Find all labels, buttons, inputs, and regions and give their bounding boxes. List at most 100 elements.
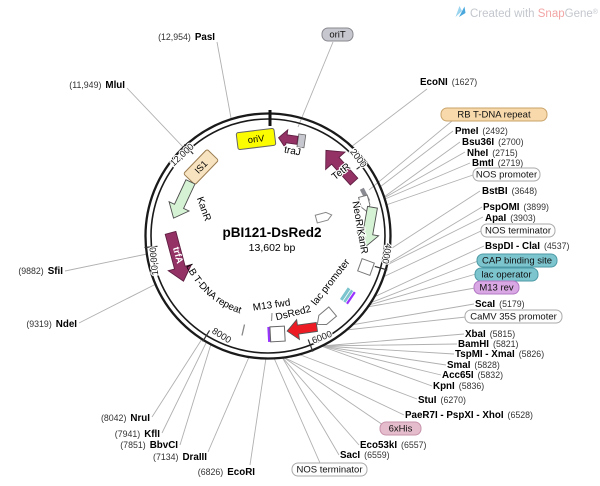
plasmid-size: 13,602 bp <box>249 242 296 254</box>
svg-text:NOS terminator: NOS terminator <box>485 226 551 237</box>
site-label-stui: StuI(6270) <box>418 395 466 406</box>
site-label-sfii: (9882)SfiI <box>18 266 63 277</box>
tick-mark-4000 <box>374 265 388 271</box>
feature-trfa-label: trfA <box>170 246 185 265</box>
tick-mark-10000 <box>144 245 158 249</box>
svg-text:6xHis: 6xHis <box>389 424 413 435</box>
boxed-label-6xhis: 6xHis <box>379 421 422 436</box>
connector-line <box>320 345 433 387</box>
svg-text:oriT: oriT <box>329 30 346 41</box>
tick-label-4000: 4000 <box>380 242 393 264</box>
feature-kanr <box>168 179 196 219</box>
connector-line <box>64 253 148 272</box>
site-label-bsu36i: Bsu36I(2700) <box>462 137 524 148</box>
feature-lac-promoter-arrow <box>316 306 338 326</box>
small-feature-tick <box>241 324 246 336</box>
boxed-label-nos-terminator-right: NOS terminator <box>480 223 556 238</box>
site-label-saci: SacI(6559) <box>340 450 390 461</box>
tick-mark-6000 <box>307 339 314 352</box>
tick-mark-2000 <box>356 160 368 170</box>
svg-text:CaMV 35S promoter: CaMV 35S promoter <box>470 312 557 323</box>
connector-lines <box>64 41 485 466</box>
feature-kanr-label: KanR <box>194 196 213 223</box>
svg-text:RB T-DNA repeat: RB T-DNA repeat <box>457 110 531 121</box>
site-label-eco53ki: Eco53kI(6557) <box>360 440 427 451</box>
connector-line <box>368 273 477 306</box>
feature-nos-terminator-diamond <box>357 258 375 276</box>
connector-line <box>273 357 321 464</box>
site-label-ndei: (9319)NdeI <box>26 319 77 330</box>
site-label-pmei: PmeI(2492) <box>455 126 508 137</box>
connector-line <box>383 151 466 199</box>
tick-label-8000: 8000 <box>210 326 233 345</box>
connector-line <box>386 206 483 265</box>
feature-oriv-label: oriV <box>247 133 265 145</box>
connector-line <box>383 141 461 198</box>
connector-line <box>320 345 447 366</box>
site-label-ecori: (6826)EcoRI <box>198 467 255 478</box>
tick-mark-8000 <box>202 330 211 342</box>
m13-fwd-tick <box>270 312 273 322</box>
connector-line <box>216 41 232 119</box>
feature-trfa <box>164 230 193 282</box>
svg-text:lac operator: lac operator <box>481 270 531 281</box>
connector-line <box>366 287 476 308</box>
feature-is1: IS1 <box>183 149 219 185</box>
connector-line <box>321 333 465 347</box>
connector-line <box>388 190 481 251</box>
connector-line <box>350 303 475 326</box>
connector-line <box>281 356 360 446</box>
site-label-scai: ScaI(5179) <box>475 299 525 310</box>
boxed-label-m13-rev: M13 rev <box>473 280 520 295</box>
scale-ticks <box>144 143 388 352</box>
boxed-label-lac-operator: lac operator <box>474 267 539 282</box>
connector-line <box>345 316 467 331</box>
site-label-kfli: (7941)KflI <box>115 429 160 440</box>
connector-line <box>384 162 471 200</box>
site-label-xbai: XbaI(5815) <box>465 329 515 340</box>
boxed-label-nos-promoter: NOS promoter <box>472 167 541 182</box>
credit-text: Created with SnapGene® <box>470 8 599 20</box>
boxed-label-cap-binding-site: CAP binding site <box>476 253 558 268</box>
site-label-bmti: BmtI(2719) <box>472 158 523 169</box>
connector-line <box>282 356 405 416</box>
connector-line <box>369 260 479 304</box>
connector-line <box>281 356 340 456</box>
connector-line <box>386 216 484 266</box>
connector-line <box>249 357 267 466</box>
connector-line <box>297 353 418 400</box>
site-label-bbvci: (7851)BbvCI <box>120 440 178 451</box>
connector-line <box>282 356 384 426</box>
tick-mark-12000 <box>183 143 194 155</box>
connector-line <box>126 87 184 148</box>
boxed-label-rb-tdna-repeat: RB T-DNA repeat <box>440 107 548 122</box>
site-label-smai: SmaI(5828) <box>447 360 500 371</box>
connector-line <box>297 41 334 128</box>
svg-text:CAP binding site: CAP binding site <box>482 256 552 267</box>
plasmid-ring-inner <box>150 118 386 354</box>
boxed-label-nos-terminator-bottom: NOS terminator <box>291 462 368 477</box>
svg-text:NOS promoter: NOS promoter <box>476 170 537 181</box>
feature-traj-label: traJ <box>283 145 301 159</box>
site-label-nhei: NheI(2715) <box>467 148 518 159</box>
feature-lb-tdna-label: LB T-DNA repeat <box>183 262 243 316</box>
connector-line <box>368 120 453 191</box>
site-label-mlui: (11,949)MluI <box>69 80 125 91</box>
feature-m13-fwd-marker <box>267 325 286 343</box>
site-label-bamhi: BamHI(5821) <box>458 339 519 350</box>
connector-line <box>207 356 250 453</box>
boxed-label-camv-35s-promoter: CaMV 35S promoter <box>464 309 563 324</box>
feature-tetr <box>325 149 359 186</box>
site-label-bspdi: BspDI - ClaI(4537) <box>485 241 569 252</box>
site-label-draiii: (7134)DraIII <box>153 452 207 463</box>
connector-line <box>385 174 474 206</box>
connector-line <box>379 130 454 188</box>
connector-line <box>78 283 157 324</box>
connector-line <box>320 345 442 376</box>
feature-neor-kanr <box>356 205 380 248</box>
snapgene-credit: Created with SnapGene® <box>455 6 599 20</box>
connector-line <box>350 88 428 148</box>
tick-label-2000: 2000 <box>348 147 368 170</box>
